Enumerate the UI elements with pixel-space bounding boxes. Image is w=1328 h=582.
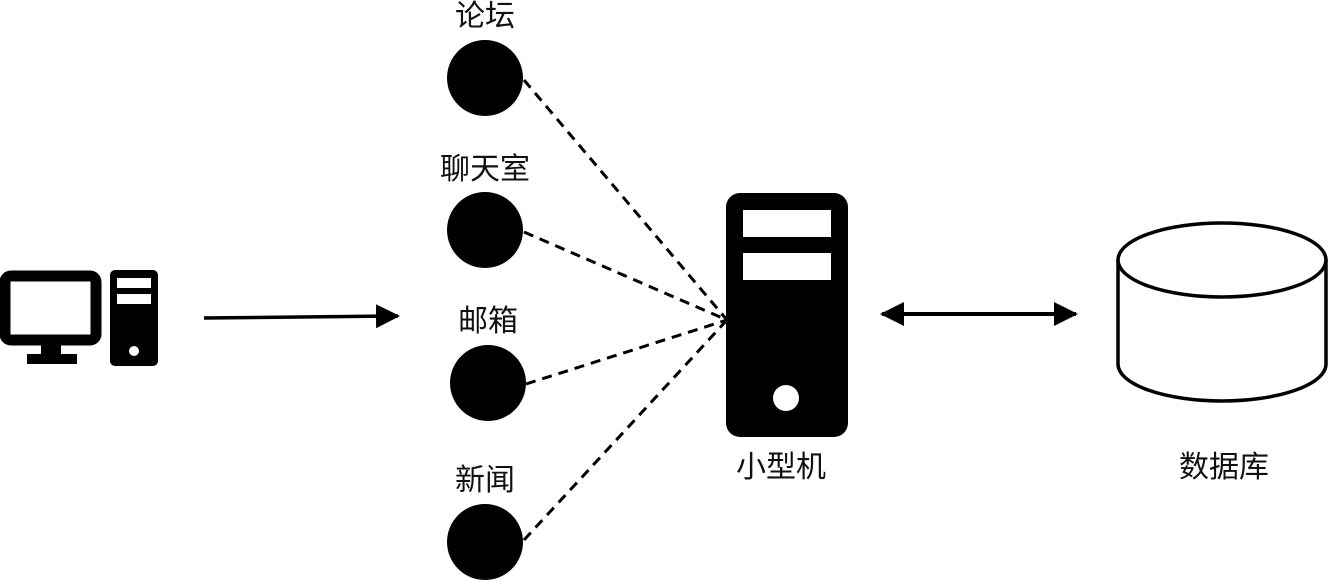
service-node-mailbox[interactable] — [450, 345, 526, 421]
service-label-chatroom: 聊天室 — [440, 152, 530, 187]
service-node-chatroom[interactable] — [447, 192, 523, 268]
monitor-icon — [0, 270, 102, 364]
service-label-news: 新闻 — [455, 463, 515, 498]
service-node-forum[interactable] — [447, 40, 523, 116]
dashed-link-mailbox — [525, 318, 728, 386]
tower-icon — [110, 270, 158, 366]
service-label-forum: 论坛 — [455, 0, 515, 34]
server-tower-icon[interactable] — [726, 193, 848, 437]
dashed-link-chatroom — [523, 230, 728, 322]
server-label: 小型机 — [736, 450, 826, 485]
dashed-link-forum — [522, 79, 729, 321]
desktop-computer-icon — [0, 270, 158, 366]
database-label: 数据库 — [1179, 450, 1269, 485]
service-connections — [522, 79, 729, 542]
client-to-services-arrow — [203, 304, 400, 329]
database-cylinder-icon[interactable] — [1116, 221, 1328, 403]
service-node-news[interactable] — [447, 504, 523, 580]
service-label-mailbox: 邮箱 — [458, 304, 518, 339]
